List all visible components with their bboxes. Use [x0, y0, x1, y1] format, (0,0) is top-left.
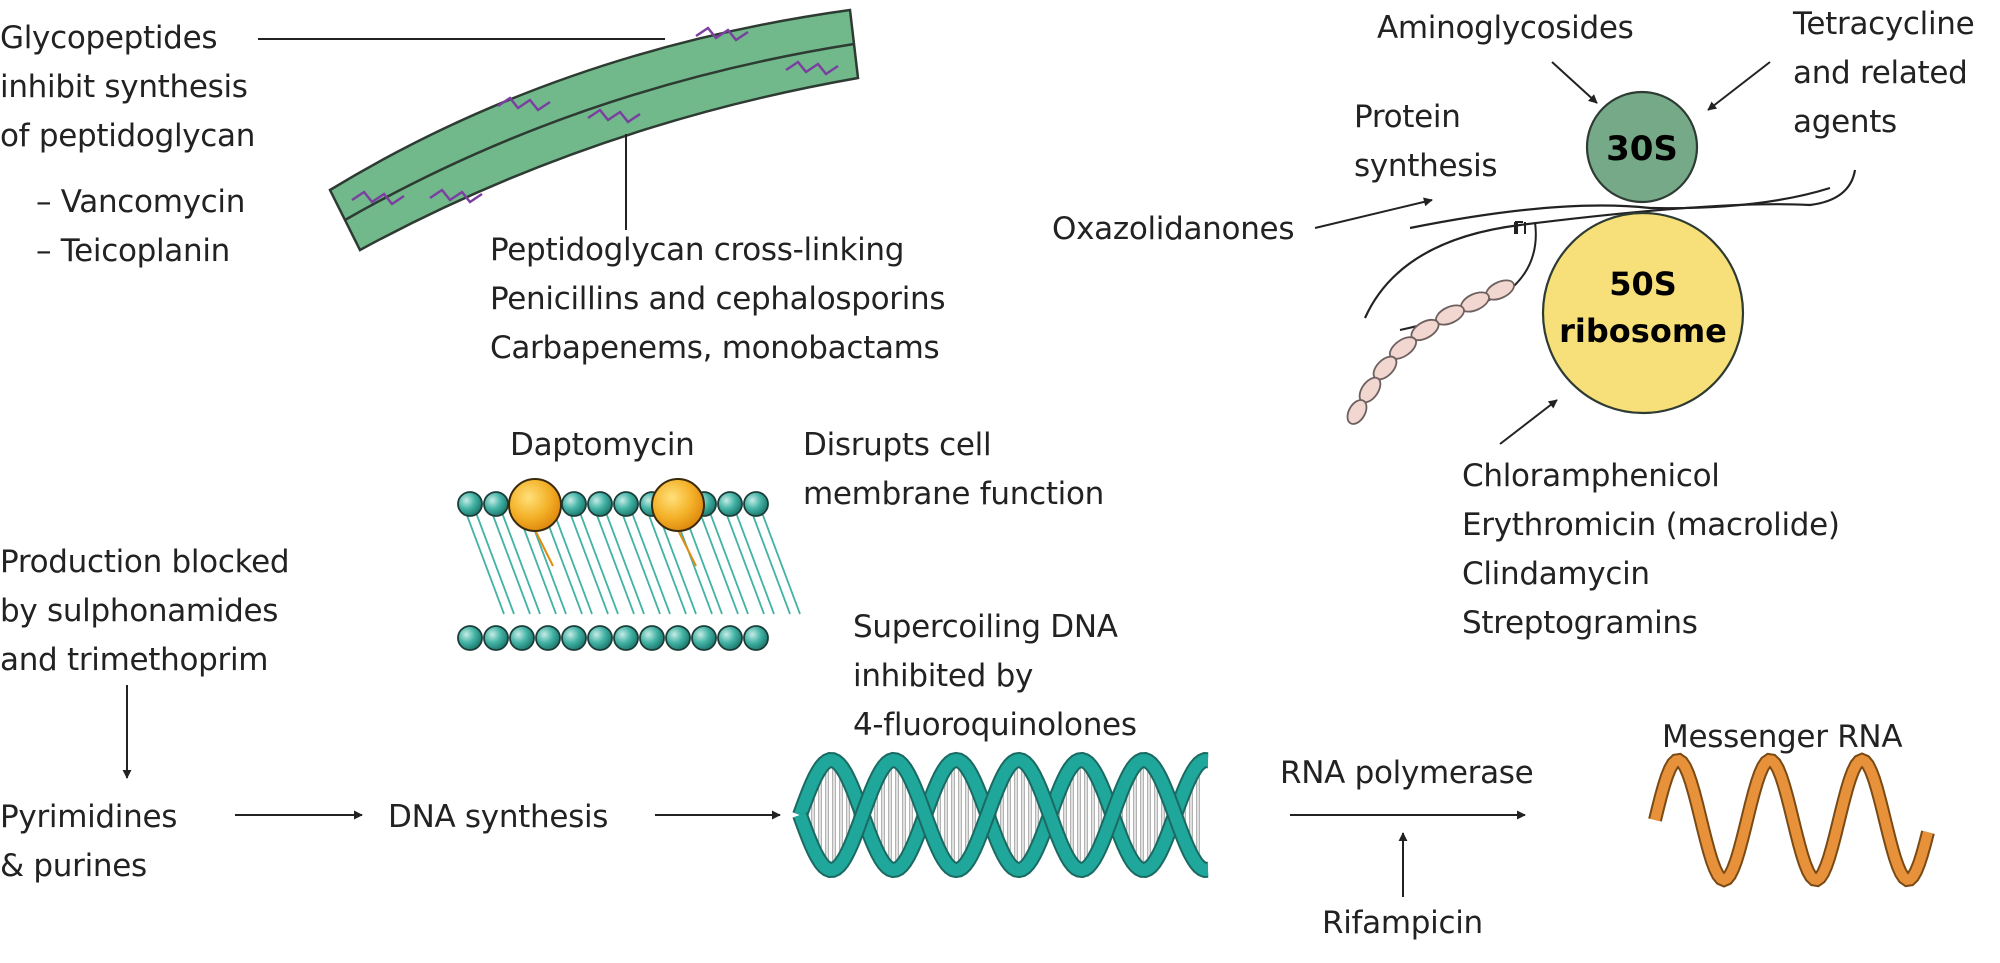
drugs-50s-arrow: [1499, 399, 1558, 445]
aminoglycosides-label: Aminoglycosides: [1377, 10, 1634, 46]
protein-synthesis-arrow: [1314, 197, 1433, 229]
ribosome-icon: [1346, 90, 1857, 425]
rna-polymerase-label: RNA polymerase: [1280, 755, 1534, 791]
tetracycline-arrow: [1707, 61, 1771, 111]
production-blocked-label: Production blocked by sulphonamides and …: [0, 544, 290, 678]
dna-helix-icon: [792, 751, 1209, 879]
protein-synthesis-label: Protein synthesis: [1354, 99, 1498, 184]
ribosome-50s-label: 50S: [1609, 265, 1677, 303]
supercoiling-label: Supercoiling DNA inhibited by 4-fluoroqu…: [853, 609, 1137, 743]
glycopeptides-label: Glycopeptides inhibit synthesis of pepti…: [0, 20, 256, 154]
pyrimidines-label: Pyrimidines & purines: [0, 799, 178, 884]
cell-wall-icon: [328, 8, 860, 252]
disrupts-membrane-label: Disrupts cell membrane function: [803, 427, 1104, 512]
daptomycin-label: Daptomycin: [510, 427, 695, 463]
crosslinking-label: Peptidoglycan cross-linking Penicillins …: [490, 232, 946, 366]
ribosome-30s-label: 30S: [1606, 129, 1678, 169]
ribosome-50s-subtitle: ribosome: [1559, 312, 1727, 350]
messenger-rna-label: Messenger RNA: [1662, 719, 1903, 755]
dna-synthesis-label: DNA synthesis: [388, 799, 609, 835]
oxazolidanones-label: Oxazolidanones: [1052, 211, 1295, 247]
aminoglycosides-arrow: [1551, 61, 1598, 104]
lipid-bilayer-icon: [457, 478, 801, 651]
rifampicin-label: Rifampicin: [1322, 905, 1483, 941]
tetracycline-label: Tetracycline and related agents: [1793, 6, 1975, 140]
drugs-50s-list: Chloramphenicol Erythromicin (macrolide)…: [1462, 458, 1840, 641]
glycopeptide-drugs-list: – Vancomycin – Teicoplanin: [36, 184, 246, 269]
mrna-helix-icon: [1648, 752, 1935, 888]
